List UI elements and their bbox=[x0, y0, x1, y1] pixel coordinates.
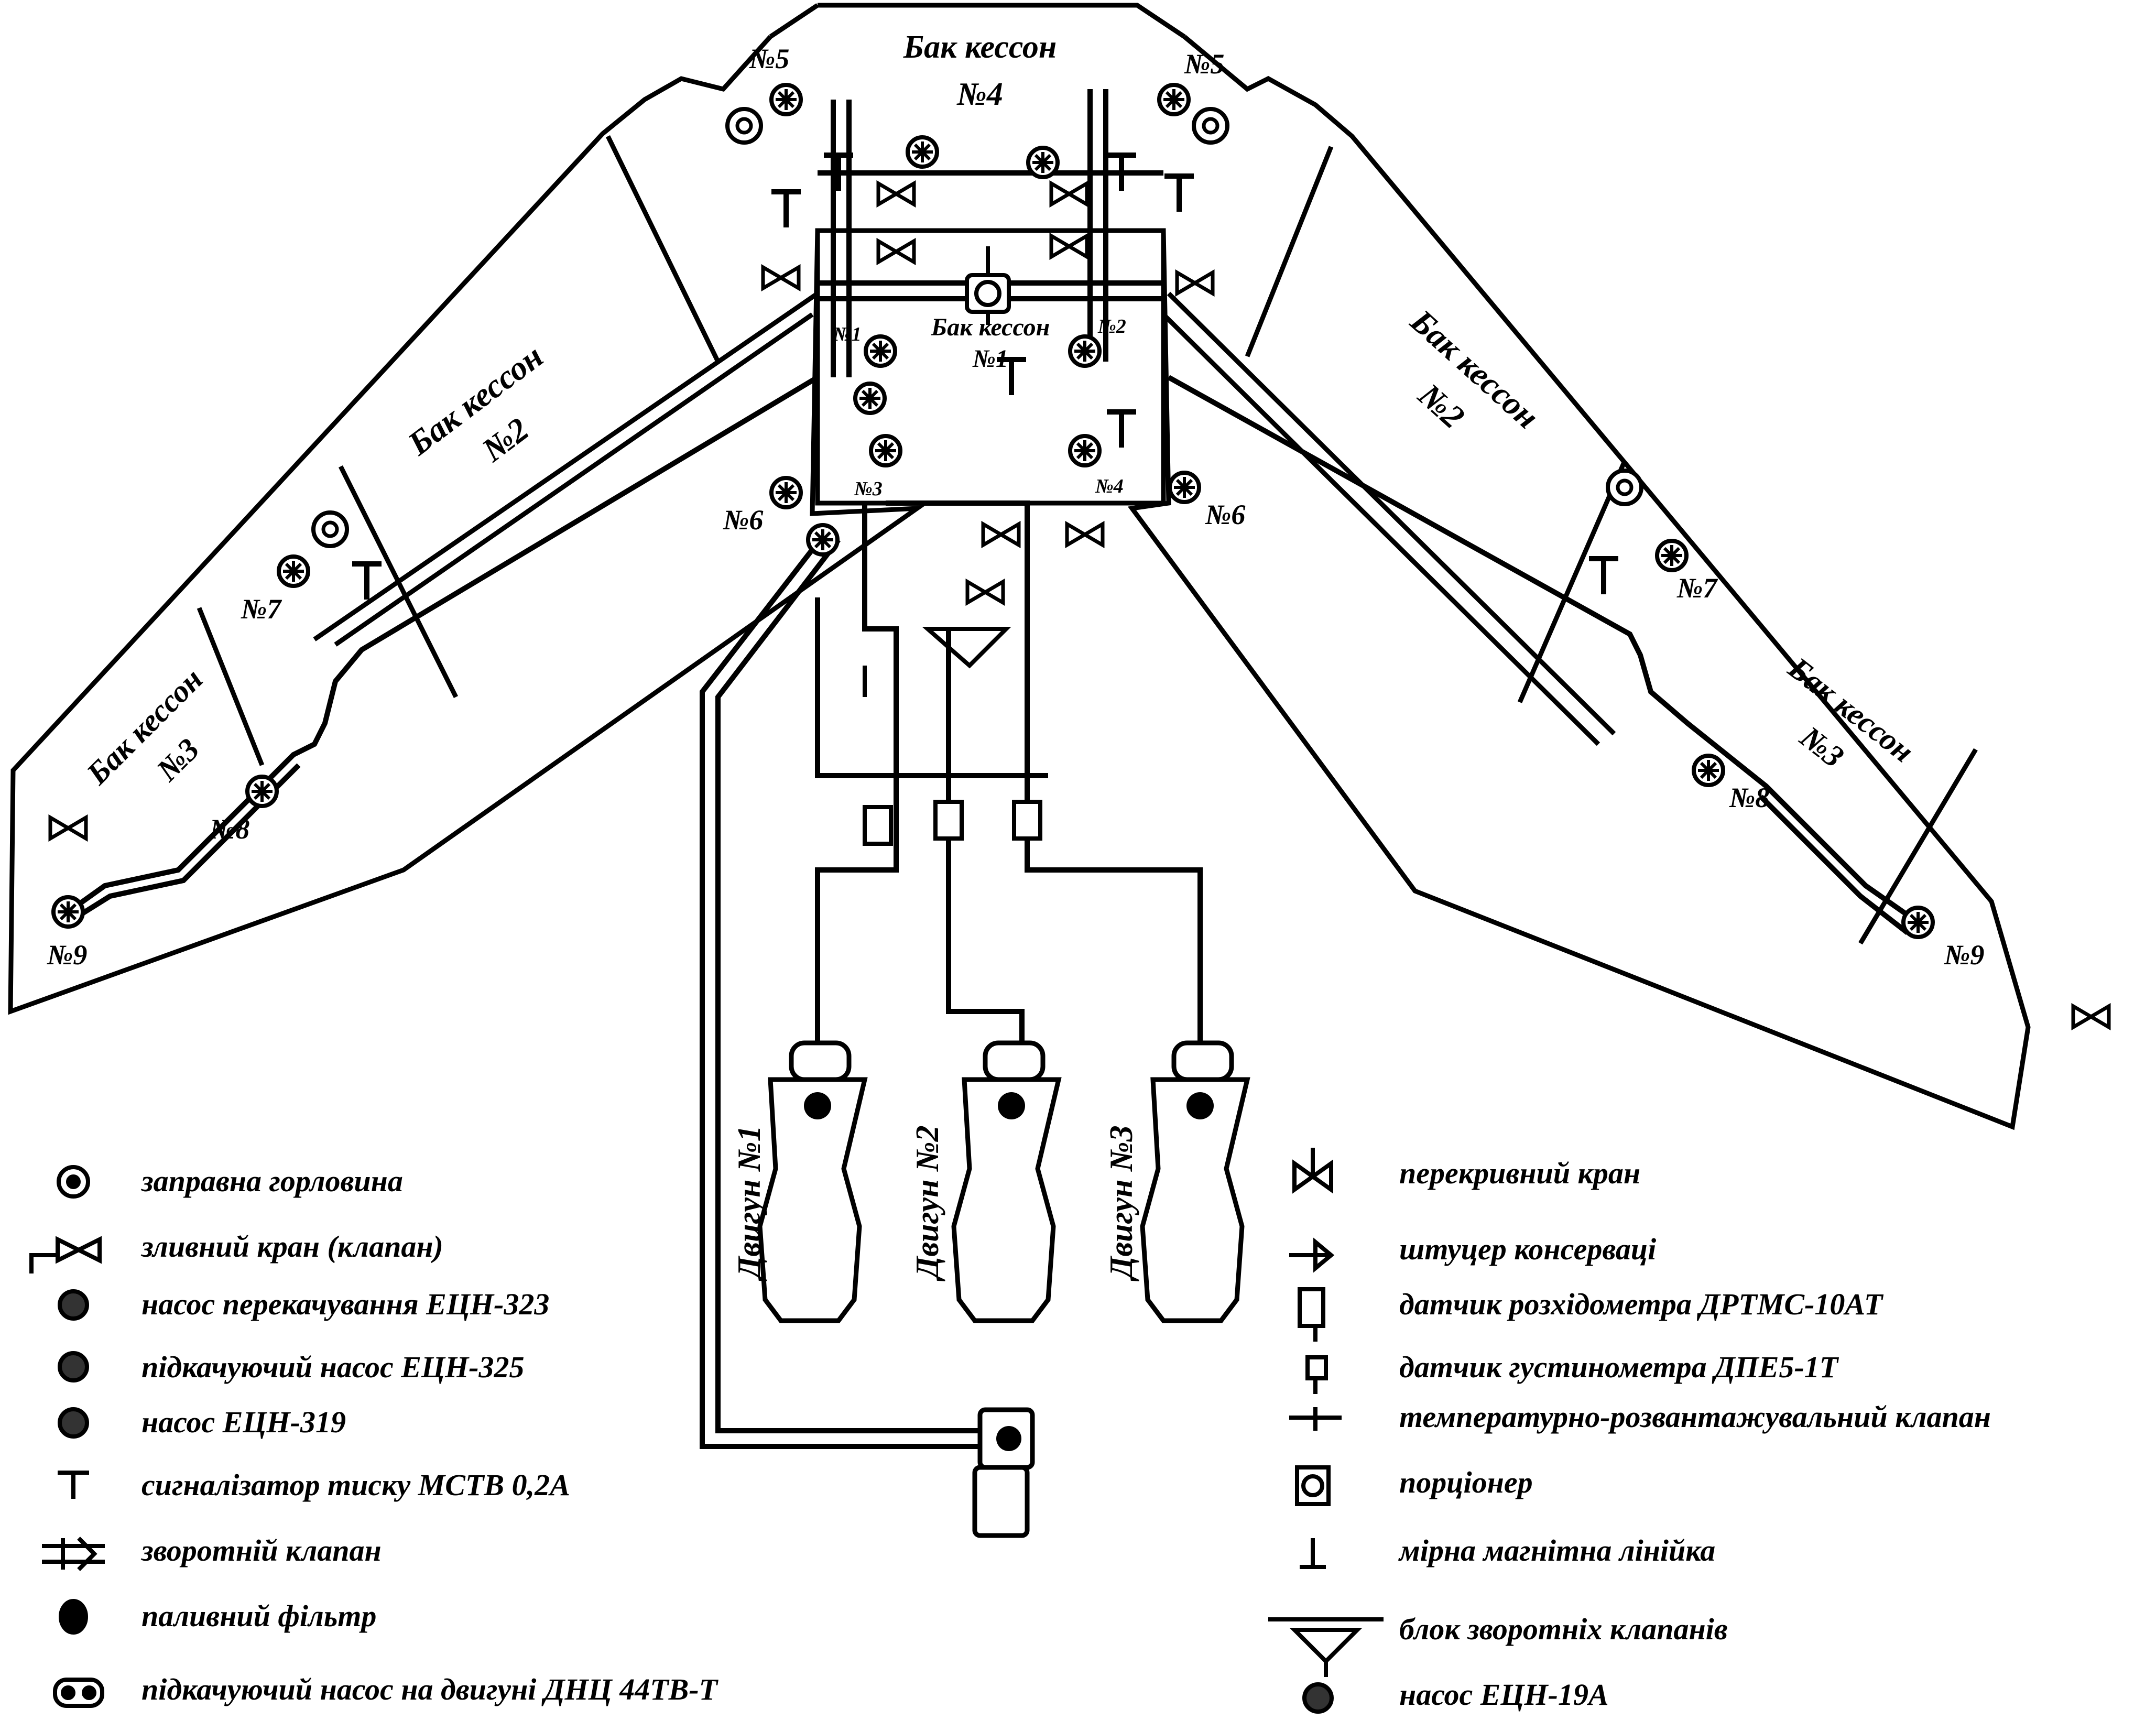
legend-left-icons bbox=[29, 1165, 105, 1708]
valves bbox=[50, 183, 2109, 1027]
legend-right-7: мірна магнітна лінійка bbox=[1399, 1533, 1716, 1567]
pump-319-icon bbox=[58, 1407, 89, 1439]
legend-left-2: зливний кран (клапан) bbox=[141, 1229, 443, 1264]
pump-19a-icon bbox=[1302, 1682, 1334, 1714]
legend-right-1: перекривний кран bbox=[1399, 1156, 1641, 1190]
pump-label-5-left: №5 bbox=[749, 43, 789, 74]
boost-pump-icon bbox=[58, 1351, 89, 1382]
tank-3-right-number: №3 bbox=[1793, 719, 1850, 774]
pump-label-1: №1 bbox=[833, 323, 862, 345]
legend-left-3: насос перекачування ЕЦН-323 bbox=[141, 1287, 550, 1321]
legend-right-3: датчик розхідометра ДРТМС-10АТ bbox=[1399, 1287, 1883, 1321]
legend-right-8: блок зворотніх клапанів bbox=[1399, 1612, 1728, 1646]
legend-left-1: заправна горловина bbox=[141, 1164, 403, 1198]
pump-label-4: №4 bbox=[1095, 475, 1124, 497]
left-wing-spar bbox=[313, 291, 819, 647]
tank-4-number: №4 bbox=[956, 77, 1003, 112]
engine-3-label: Двигун №3 bbox=[1104, 1125, 1139, 1281]
flowmeter-sensor-icon bbox=[1298, 1287, 1325, 1342]
drain-valve-icon bbox=[29, 1236, 102, 1273]
tank-labels: Бак кессон №4 Бак кессон №1 Бак кессон №… bbox=[80, 29, 1920, 791]
legend-right-2: штуцер консерваці bbox=[1399, 1232, 1657, 1266]
fuel-filter-icon bbox=[59, 1599, 88, 1635]
legend-left-4: підкачуючий насос ЕЦН-325 bbox=[141, 1350, 525, 1384]
tank-2-left-number: №2 bbox=[475, 410, 536, 469]
engine-labels: Двигун №1 Двигун №2 Двигун №3 bbox=[732, 1125, 1139, 1281]
preservation-fitting-icon bbox=[1289, 1237, 1335, 1273]
pump-label-8-left: №8 bbox=[209, 813, 249, 845]
center-top-outline bbox=[769, 3, 1186, 39]
right-tank-dividers bbox=[1245, 146, 1978, 945]
engine-boost-pump-icon bbox=[53, 1678, 104, 1708]
legend-right-5: температурно-розвантажувальний клапан bbox=[1399, 1400, 1991, 1434]
pump-label-9-right: №9 bbox=[1944, 939, 1984, 971]
pump-label-3: №3 bbox=[854, 478, 883, 500]
tank-3-left-number: №3 bbox=[149, 732, 205, 788]
tank-4-label: Бак кессон bbox=[903, 29, 1057, 65]
pump-label-6-right: №6 bbox=[1205, 499, 1245, 530]
legend-right-9: насос ЕЦН-19А bbox=[1399, 1678, 1609, 1712]
proportioner bbox=[965, 246, 1011, 325]
legend-left-8: паливний фільтр bbox=[141, 1599, 377, 1633]
center-section-box bbox=[815, 228, 1166, 506]
flowmeter-sensors bbox=[863, 800, 1042, 846]
pump-symbols bbox=[53, 85, 1933, 937]
left-wing-outline bbox=[8, 35, 925, 1015]
right-wing-outline bbox=[1127, 35, 2031, 1130]
engine-2-label: Двигун №2 bbox=[910, 1125, 945, 1281]
thermal-relief-valve-icon bbox=[1289, 1407, 1342, 1431]
pump-label-8-right: №8 bbox=[1729, 782, 1769, 813]
check-valve-block bbox=[863, 627, 1029, 697]
check-valve-block-icon bbox=[1268, 1617, 1384, 1677]
pump-label-6-left: №6 bbox=[723, 504, 763, 536]
engine-2 bbox=[951, 1040, 1062, 1323]
legend-right-4: датчик густинометра ДПЕ5-1Т bbox=[1399, 1350, 1838, 1384]
pump-label-5-right: №5 bbox=[1184, 48, 1224, 80]
shutoff-valve-icon bbox=[1292, 1148, 1333, 1194]
pump-labels: №5 №5 №1 №2 №3 №4 №6 №6 №7 №7 №8 №8 №9 №… bbox=[47, 43, 1984, 971]
left-tank-dividers bbox=[197, 135, 721, 766]
legend-left-7: зворотній клапан bbox=[141, 1533, 382, 1567]
engines bbox=[757, 1040, 1250, 1538]
fuel-lines bbox=[67, 89, 1920, 1449]
legend-left-5: насос ЕЦН-319 bbox=[141, 1405, 346, 1439]
engine-1 bbox=[757, 1040, 868, 1323]
pump-label-7-left: №7 bbox=[241, 593, 282, 625]
legend-right-6: порціонер bbox=[1399, 1465, 1533, 1499]
pump-label-9-left: №9 bbox=[47, 939, 87, 971]
pressure-switch-icon bbox=[58, 1471, 89, 1499]
engine-3 bbox=[1140, 1040, 1250, 1323]
magnetic-dipstick-icon bbox=[1300, 1538, 1326, 1569]
legend-left-6: сигналізатор тиску МСТВ 0,2А bbox=[141, 1468, 570, 1502]
transfer-pump-icon bbox=[58, 1289, 89, 1321]
filler-neck-icon bbox=[57, 1165, 90, 1199]
auxiliary-pump-unit bbox=[972, 1407, 1035, 1538]
legend-left-9: підкачуючий насос на двигуні ДНЦ 44ТВ-Т bbox=[141, 1672, 718, 1706]
pump-label-2: №2 bbox=[1097, 315, 1126, 338]
tank-1-number: №1 bbox=[972, 345, 1008, 373]
legend-right-icons bbox=[1268, 1148, 1384, 1714]
pump-label-7-right: №7 bbox=[1676, 572, 1718, 604]
proportioner-icon bbox=[1295, 1465, 1331, 1506]
engine-1-label: Двигун №1 bbox=[732, 1125, 767, 1281]
tank-1-label: Бак кессон bbox=[931, 313, 1050, 341]
check-valve-icon bbox=[42, 1537, 105, 1571]
tank-2-right-number: №2 bbox=[1411, 376, 1472, 436]
densitometer-sensor-icon bbox=[1305, 1355, 1328, 1394]
